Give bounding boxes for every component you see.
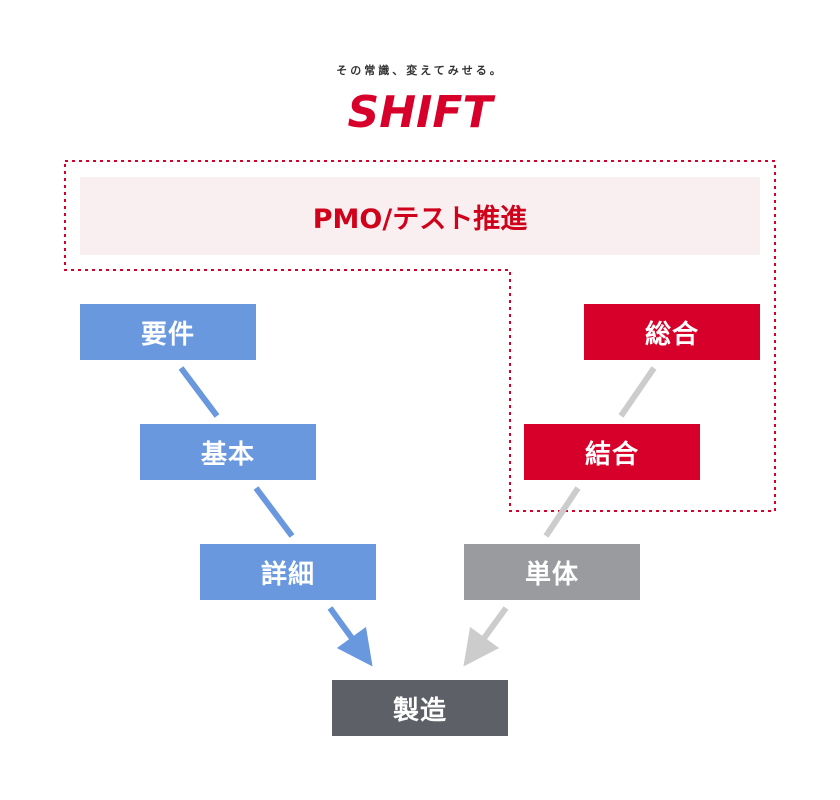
pmo-label: PMO/テスト推進	[312, 203, 528, 235]
phase-basic-design: 基本	[140, 424, 316, 480]
connector-detailed-to-manufacturing	[327, 606, 373, 667]
phase-manufacturing: 製造	[332, 680, 508, 736]
phase-requirements: 要件	[80, 304, 256, 360]
connector-system-to-integration	[618, 366, 657, 418]
phase-system-test: 総合	[584, 304, 760, 360]
pmo-band: PMO/テスト推進	[80, 177, 760, 255]
tagline: その常識、変えてみせる。	[336, 64, 504, 77]
connector-requirements-to-basic	[178, 366, 220, 418]
phase-unit-test: 単体	[464, 544, 640, 600]
connector-basic-to-detailed	[253, 486, 295, 538]
shift-logo-text: SHIFT	[348, 88, 496, 134]
phase-integration-test: 結合	[524, 424, 700, 480]
connector-integration-to-unit	[543, 486, 581, 538]
connector-unit-to-manufacturing	[463, 606, 509, 667]
phase-detailed-design: 詳細	[200, 544, 376, 600]
shift-logo: SHIFT	[308, 87, 532, 138]
pmo-scope-outline	[64, 160, 776, 512]
